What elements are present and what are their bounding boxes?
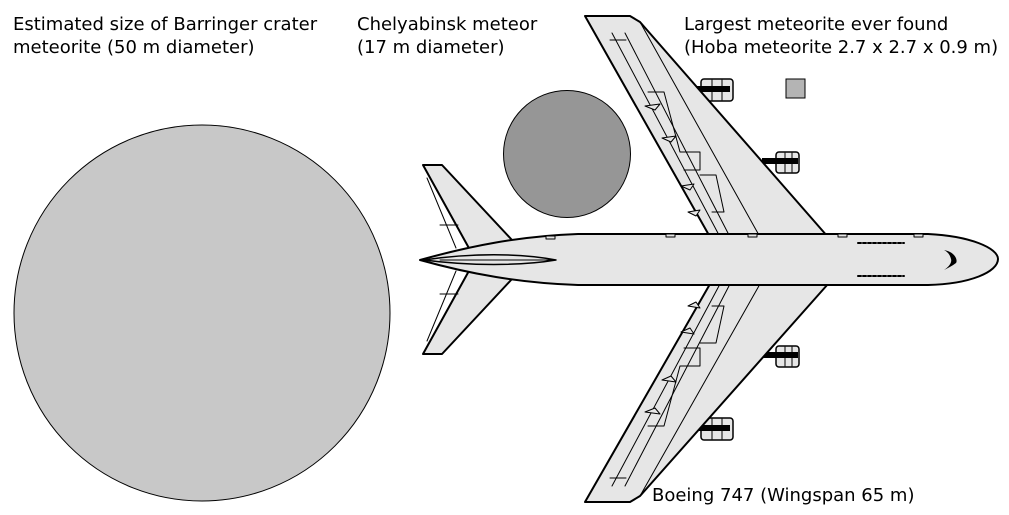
barringer-meteorite-circle	[13, 124, 391, 502]
chelyabinsk-meteor-circle	[503, 90, 631, 218]
fuselage	[419, 233, 999, 286]
stabilizer-details	[426, 177, 459, 342]
cabin-windows	[857, 242, 905, 277]
barringer-label: Estimated size of Barringer crater meteo…	[13, 13, 317, 59]
flap-fairings	[644, 103, 701, 415]
upper-wing	[584, 15, 829, 238]
chelyabinsk-label: Chelyabinsk meteor (17 m diameter)	[357, 13, 537, 59]
hoba-label: Largest meteorite ever found (Hoba meteo…	[684, 13, 998, 59]
hoba-meteorite-square	[785, 78, 806, 99]
boeing-label: Boeing 747 (Wingspan 65 m)	[652, 484, 914, 507]
fuselage-antennas	[545, 233, 924, 240]
cockpit-windshield	[944, 250, 957, 270]
barringer-label-line1: Estimated size of Barringer crater	[13, 14, 318, 35]
lower-stabilizer	[422, 268, 513, 355]
engine-nacelles	[690, 78, 800, 441]
upper-stabilizer	[422, 164, 513, 251]
boeing-label-line1: Boeing 747 (Wingspan 65 m)	[652, 485, 915, 506]
hoba-label-line2: (Hoba meteorite 2.7 x 2.7 x 0.9 m)	[684, 37, 999, 58]
chelyabinsk-label-line1: Chelyabinsk meteor	[357, 14, 538, 35]
chelyabinsk-label-line2: (17 m diameter)	[357, 37, 505, 58]
hoba-label-line1: Largest meteorite ever found	[684, 14, 949, 35]
wing-details	[609, 21, 761, 497]
lower-wing	[584, 283, 829, 503]
boeing-747-top-view-icon	[419, 15, 999, 503]
barringer-label-line2: meteorite (50 m diameter)	[13, 37, 255, 58]
